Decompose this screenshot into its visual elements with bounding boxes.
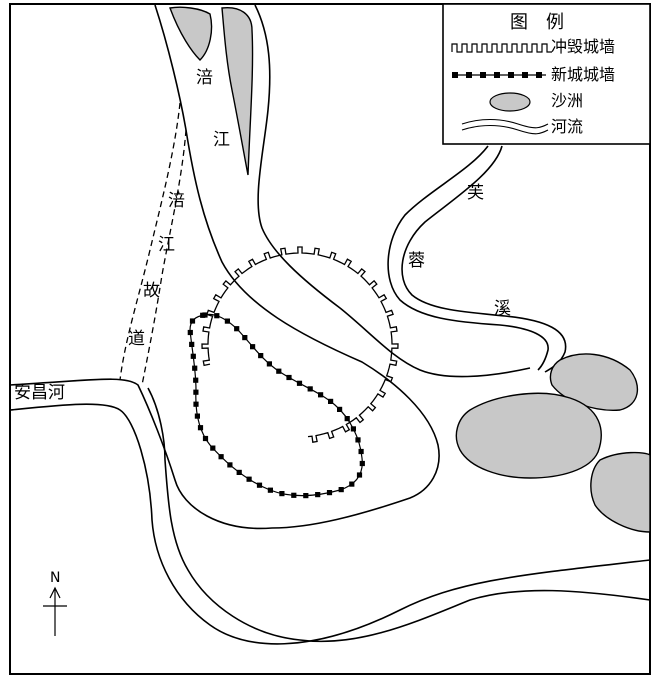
old-course-west-bank [119,102,181,381]
new-wall-marker [236,469,242,475]
sandbar-upper-right [221,7,254,176]
legend-new-wall-marker [480,72,486,78]
new-wall-marker [350,426,356,432]
legend-new-wall-marker [536,72,542,78]
new-wall-marker [315,492,321,498]
new-wall-marker [279,491,285,497]
old-course-east-bank [141,129,187,386]
new-wall-marker [189,341,195,347]
new-wall-marker [326,490,333,496]
label-fujiang-1: 涪 [196,68,213,88]
label-furong-3: 溪 [494,299,511,319]
new-wall-marker [338,487,344,493]
legend-title: 图 例 [510,12,564,33]
new-wall-marker [291,492,297,498]
sandbar-right-middle [455,392,602,479]
label-old-course-3: 故 [143,281,160,301]
new-wall-marker [358,448,364,455]
furong-south-bank [401,145,567,373]
new-wall-marker [227,462,233,468]
new-wall-marker [190,353,196,359]
fujiang-west-bank [9,4,440,530]
new-wall-marker [192,365,198,371]
label-furong-2: 蓉 [408,251,425,271]
new-wall-marker [258,353,264,359]
fujiang-east-bank [254,4,531,378]
new-wall-marker [214,313,220,319]
new-wall-marker [267,487,273,493]
new-wall-marker [256,482,263,488]
legend-new-wall-marker [494,72,500,78]
label-old-course-2: 江 [158,235,175,255]
label-anchang-river: 安昌河 [14,383,65,403]
legend: 图 例 冲毁城墙 新城城墙 沙洲 河流 [442,3,651,145]
legend-destroyed-wall-label: 冲毁城墙 [551,37,615,56]
new-wall-marker [356,472,363,478]
sandbar-upper-left [169,6,213,61]
label-old-course-4: 道 [128,329,145,349]
new-wall-marker [286,374,292,381]
new-wall-marker [250,344,256,350]
new-wall-marker [189,318,196,324]
label-fujiang-2: 江 [213,130,230,150]
new-wall-marker [337,406,343,412]
legend-sandbar-label: 沙洲 [551,91,583,110]
furong-north-bank [387,145,549,371]
new-wall-marker [344,416,350,422]
legend-river-line-1 [461,118,549,129]
lower-river-south-bank [147,387,651,643]
new-wall-marker [359,460,365,467]
lower-river-north-bank [9,403,651,645]
new-wall-marker [197,425,204,431]
new-wall-marker [218,454,224,460]
new-wall-marker [194,413,200,419]
new-wall-marker [200,312,206,318]
new-wall-marker [307,386,313,392]
new-wall-marker [276,368,282,374]
new-wall-marker [349,481,355,487]
new-wall-marker [187,329,193,336]
new-wall-marker [266,361,272,367]
legend-sandbar-symbol [489,92,531,112]
sandbar-right-top [549,353,639,411]
label-old-course-1: 涪 [168,191,185,211]
new-wall-marker [202,435,209,442]
new-wall-marker [246,476,252,482]
new-wall-marker [193,389,199,395]
legend-new-wall-symbol [452,72,542,78]
north-arrow: N [43,570,67,636]
new-wall-marker [355,437,361,443]
new-wall-marker [318,392,324,398]
sandbar-right-bottom [590,451,651,533]
new-wall-marker [193,377,199,383]
new-wall-marker [303,493,309,499]
new-wall-marker [193,401,199,407]
label-furong-1: 芙 [467,183,484,203]
new-city-wall-markers [187,312,365,499]
north-label: N [50,570,60,586]
new-wall-marker [234,326,240,332]
new-wall-marker [210,445,216,451]
new-wall-marker [296,380,303,386]
legend-new-wall-marker [508,72,514,78]
legend-new-wall-marker [522,72,528,78]
legend-new-wall-marker [452,72,458,78]
legend-new-wall-marker [466,72,472,78]
new-wall-marker [328,398,334,404]
legend-river-line-2 [461,124,549,135]
new-wall-marker [242,335,248,341]
legend-destroyed-wall-symbol [451,43,552,53]
destroyed-city-wall [201,246,399,443]
legend-new-wall-label: 新城城墙 [551,65,615,84]
legend-river-label: 河流 [551,117,583,136]
north-arrow-head [49,586,61,599]
new-wall-marker [224,318,230,324]
